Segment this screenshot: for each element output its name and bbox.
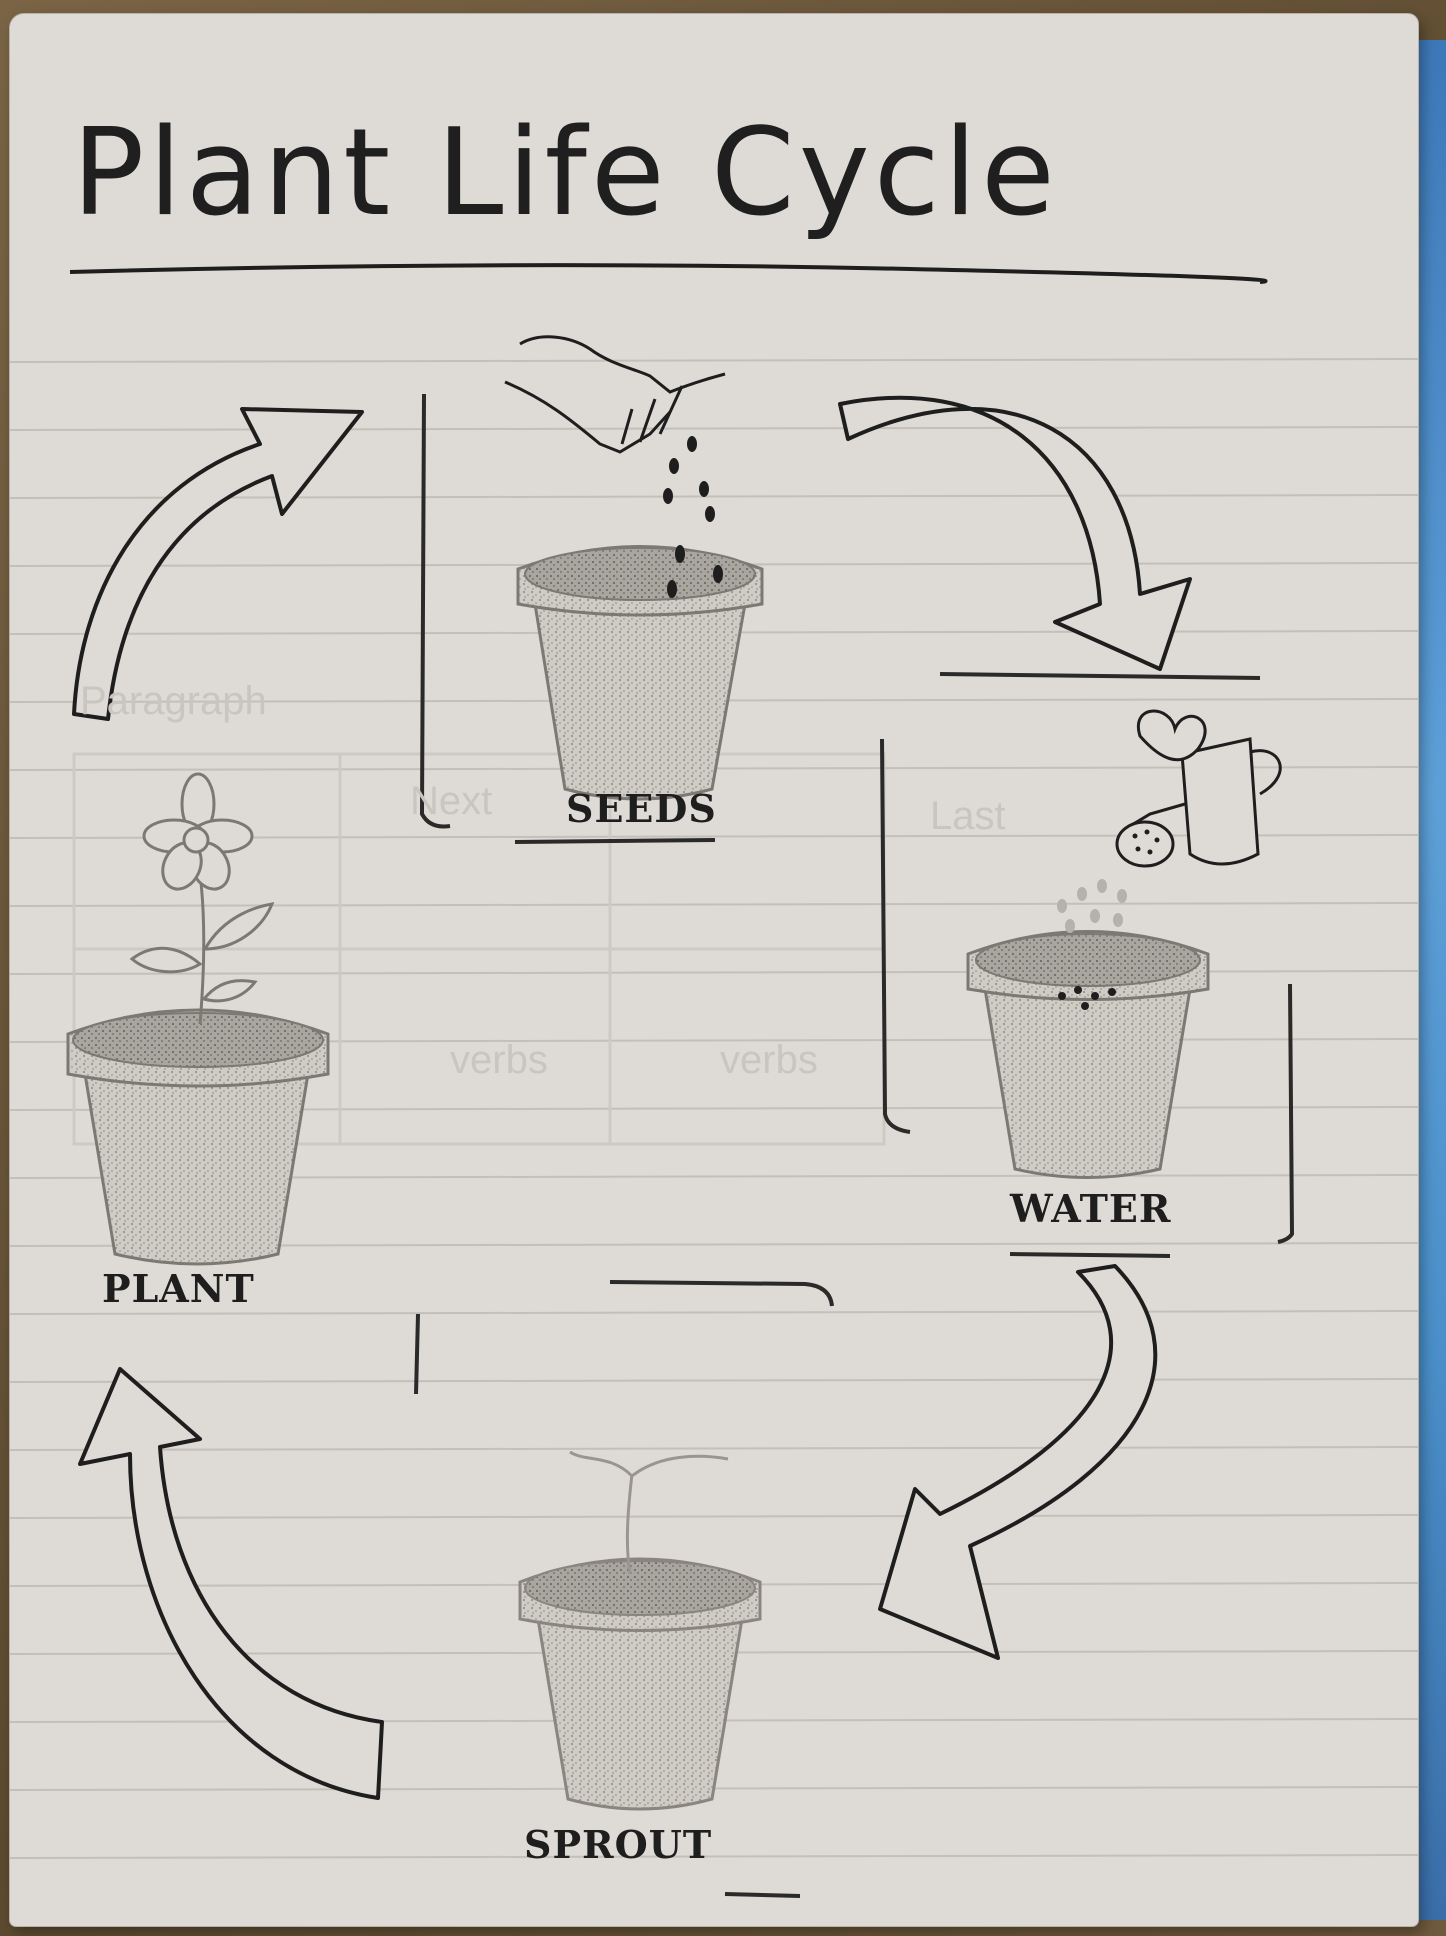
faded-heading: Paragraph [80, 679, 267, 723]
plant-pot-icon [66, 772, 330, 1266]
stage-label-water: WATER [1010, 1186, 1172, 1231]
card-borders [414, 393, 1295, 1898]
faded-word-verbs-1: verbs [450, 1038, 548, 1082]
stage-label-plant: PLANT [102, 1266, 255, 1311]
title-underline [69, 263, 1268, 284]
watering-can-icon [1115, 709, 1282, 868]
faded-word-next: Next [410, 779, 493, 823]
arrow-seeds-to-water [838, 395, 1192, 671]
falling-seeds [663, 436, 723, 598]
seeds-pot-icon [516, 545, 764, 801]
arrow-sprout-to-plant [78, 1367, 384, 1800]
arrow-plant-to-seeds [72, 407, 364, 721]
water-drops [1057, 879, 1127, 933]
water-pot-icon [966, 930, 1210, 1179]
faded-word-verbs-2: verbs [720, 1038, 818, 1082]
arrow-water-to-sprout [878, 1264, 1158, 1660]
hand-icon [504, 335, 726, 454]
sprout-pot-icon [518, 1450, 762, 1811]
stage-label-sprout: SPROUT [524, 1822, 713, 1867]
notebook-page: Plant Life Cycle Paragraph Next Last ver… [10, 14, 1418, 1926]
page-title: Plant Life Cycle [72, 104, 1059, 243]
diagram-canvas [10, 263, 1418, 1898]
faded-word-last: Last [930, 794, 1006, 838]
stage-label-seeds: SEEDS [566, 786, 717, 831]
